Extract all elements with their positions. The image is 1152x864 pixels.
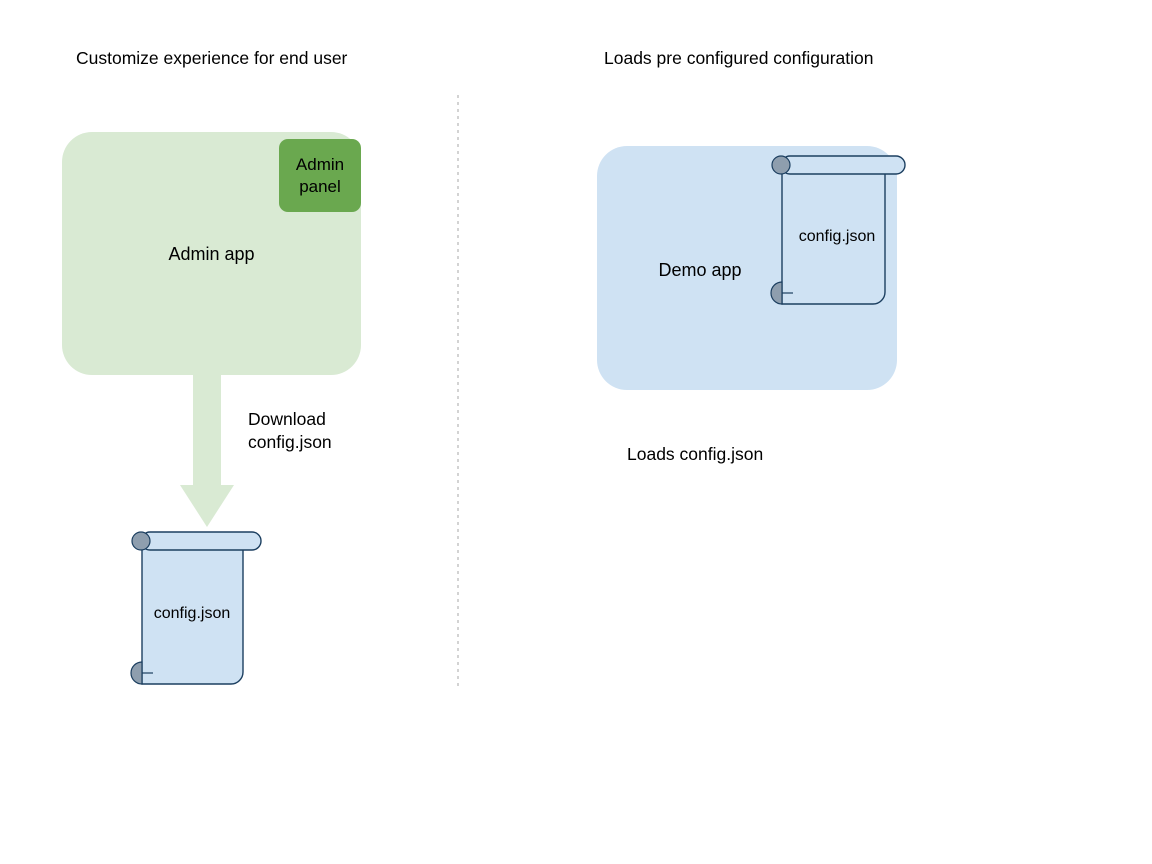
document-sheet	[141, 537, 244, 685]
document-top-curl-knob	[771, 155, 791, 175]
download-arrow-caption: Download config.json	[248, 409, 332, 452]
config-json-label-right: config.json	[798, 228, 876, 245]
document-top-curl	[140, 531, 262, 551]
config-json-document-left	[130, 531, 262, 685]
loads-config-caption: Loads config.json	[627, 444, 764, 464]
document-top-curl-knob	[131, 531, 151, 551]
admin-panel-label-line2: panel	[299, 176, 341, 196]
config-json-document-right	[770, 155, 906, 305]
admin-app-label: Admin app	[168, 244, 255, 264]
download-arrow-shape	[180, 373, 234, 527]
document-top-curl	[780, 155, 906, 175]
right-panel-heading: Loads pre configured configuration	[604, 48, 874, 68]
document-sheet	[781, 161, 886, 305]
document-bottom-curl-knob	[770, 281, 783, 305]
download-arrow-icon	[180, 373, 234, 527]
admin-panel-label-line1: Admin	[295, 154, 345, 174]
left-panel-heading: Customize experience for end user	[76, 48, 348, 68]
document-bottom-curl-knob	[130, 661, 143, 685]
panel-divider	[457, 95, 459, 687]
config-json-label-left: config.json	[153, 605, 231, 622]
demo-app-label: Demo app	[658, 260, 742, 280]
